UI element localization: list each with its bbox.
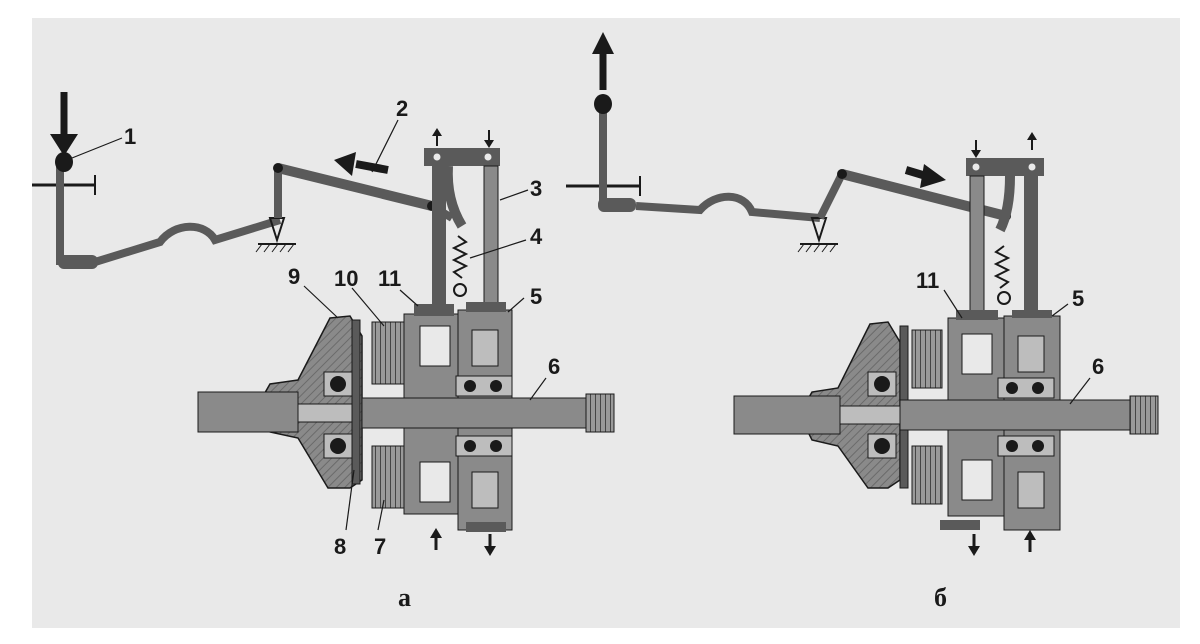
- bearing-icon: [997, 377, 1055, 399]
- panel-caption: б: [934, 583, 947, 612]
- release-lever: [966, 158, 1044, 317]
- arrow-up-icon: [432, 128, 442, 146]
- callout-label: 8: [334, 534, 346, 559]
- panel-b-callouts: 11 5 6: [916, 268, 1104, 379]
- callout-label: 3: [530, 176, 542, 201]
- pivot-ground-icon: [797, 217, 838, 253]
- spring-anchor: [453, 283, 467, 297]
- arrow-down-icon: [968, 534, 980, 556]
- gear-teeth-upper: [371, 321, 405, 385]
- linkage-rod: [635, 192, 821, 222]
- bearing-icon: [323, 433, 353, 459]
- arrow-down-icon: [484, 130, 494, 148]
- panel-a: 1 2 3 4 5 6 7 8 9 10 11 а: [32, 92, 615, 612]
- callout-label: 6: [1092, 354, 1104, 379]
- bearing-icon: [455, 435, 513, 457]
- pedal: [32, 152, 98, 269]
- input-shaft: [197, 391, 359, 433]
- spring-icon: [993, 245, 1011, 289]
- input-shaft: [733, 395, 901, 435]
- panel-a-callouts: 1 2 3 4 5 6 7 8 9 10 11: [124, 96, 560, 559]
- arrow-down-icon: [50, 92, 78, 156]
- gear-teeth-lower: [371, 445, 405, 509]
- linkage-rod: [93, 216, 282, 266]
- arrow-up-icon: [430, 528, 442, 550]
- bellcrank-arm: [816, 172, 846, 220]
- callout-label: 5: [1072, 286, 1084, 311]
- output-shaft: [899, 395, 1159, 435]
- release-hub: [403, 304, 461, 515]
- pedal: [566, 94, 641, 212]
- panel-b: 11 5 6 б: [566, 32, 1159, 612]
- arrow-right-icon: [904, 164, 946, 188]
- callout-label: 4: [530, 224, 543, 249]
- callout-label: 6: [548, 354, 560, 379]
- leader-lines: [943, 289, 1091, 405]
- bearing-icon: [867, 433, 897, 459]
- gear-teeth-upper: [911, 329, 943, 389]
- output-shaft: [361, 393, 615, 433]
- callout-label: 2: [396, 96, 408, 121]
- push-rod: [276, 163, 434, 211]
- leader-lines: [71, 119, 547, 531]
- callout-label: 11: [378, 266, 401, 291]
- spring-icon: [451, 235, 469, 279]
- callout-label: 5: [530, 284, 542, 309]
- bearing-icon: [455, 375, 513, 397]
- callout-label: 11: [916, 268, 939, 293]
- arrow-up-icon: [1027, 132, 1037, 150]
- double-arrow-icon: [592, 32, 614, 90]
- bearing-icon: [867, 371, 897, 397]
- release-lever: [424, 148, 500, 307]
- gear-teeth-lower: [911, 445, 943, 505]
- callout-label: 1: [124, 124, 136, 149]
- arrow-up-icon: [1024, 530, 1036, 552]
- pressure-plate: [351, 319, 361, 485]
- callout-label: 9: [288, 264, 300, 289]
- callout-label: 7: [374, 534, 386, 559]
- panel-caption: а: [398, 583, 411, 612]
- bearing-icon: [323, 371, 353, 397]
- callout-label: 10: [334, 266, 358, 291]
- arrow-down-icon: [484, 534, 496, 556]
- arrow-left-icon: [334, 152, 389, 176]
- bearing-icon: [997, 435, 1055, 457]
- arrow-down-icon: [971, 140, 981, 158]
- spring-anchor: [997, 291, 1011, 305]
